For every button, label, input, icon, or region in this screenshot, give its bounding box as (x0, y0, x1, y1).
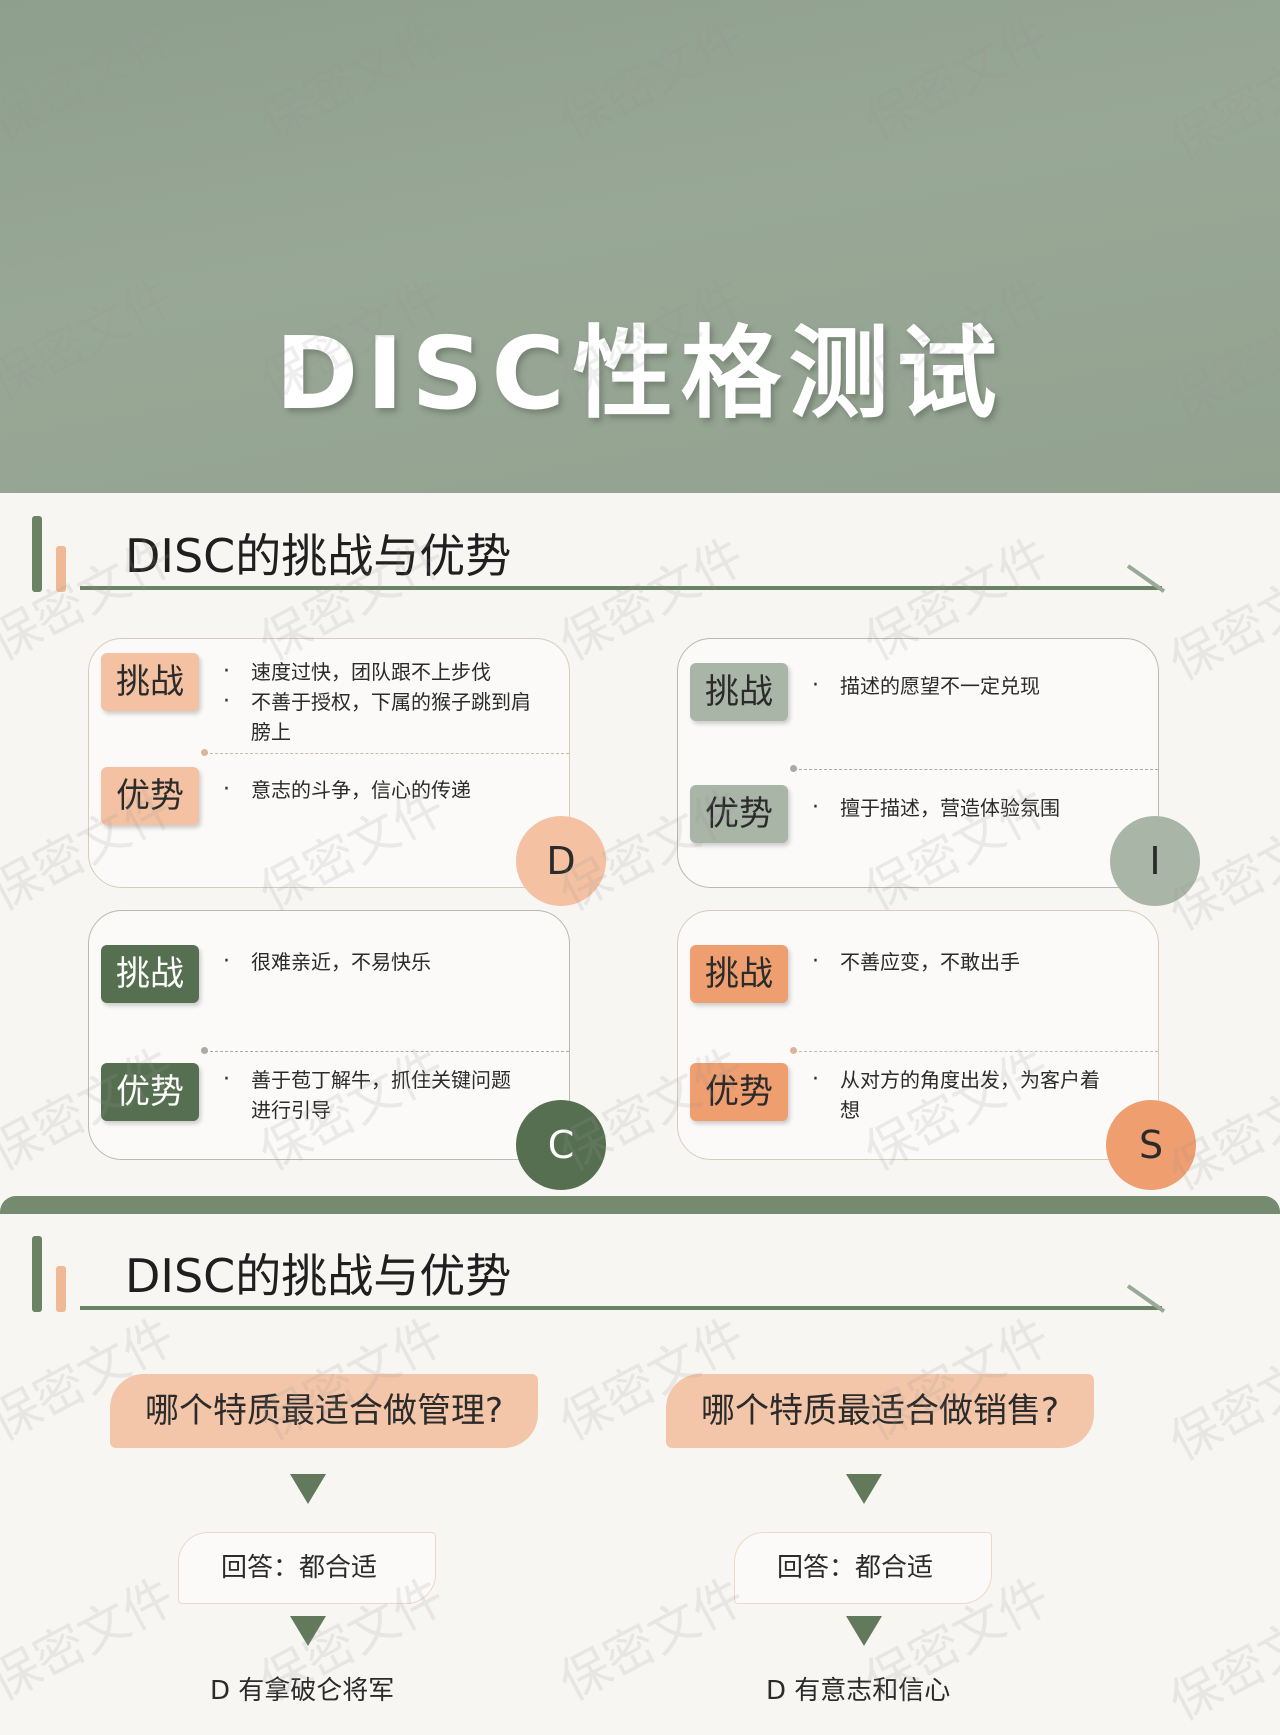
down-arrow-icon (846, 1616, 882, 1646)
underline (80, 1306, 1162, 1310)
watermark: 保密文件 (1159, 1326, 1280, 1473)
advantage-tag: 优势 (101, 1063, 199, 1121)
card-s: 挑战 不善应变，不敢出手 优势 从对方的角度出发，为客户着想 (677, 910, 1159, 1160)
list-item: 很难亲近，不易快乐 (219, 947, 547, 977)
accent-bar (32, 1236, 42, 1312)
list-item: 擅于描述，营造体验氛围 (808, 793, 1136, 823)
letter-badge-s: S (1106, 1100, 1196, 1190)
dashed-divider (201, 749, 569, 756)
card-d: 挑战 速度过快，团队跟不上步伐 不善于授权，下属的猴子跳到肩膀上 优势 意志的斗… (88, 638, 570, 888)
list-item: 从对方的角度出发，为客户着想 (808, 1065, 1116, 1125)
challenge-list: 描述的愿望不一定兑现 (808, 671, 1136, 701)
letter-badge-c: C (516, 1100, 606, 1190)
challenge-tag: 挑战 (690, 945, 788, 1003)
advantage-list: 善于苞丁解牛，抓住关键问题进行引导 (219, 1065, 527, 1125)
challenge-tag: 挑战 (101, 945, 199, 1003)
card-c: 挑战 很难亲近，不易快乐 优势 善于苞丁解牛，抓住关键问题进行引导 (88, 910, 570, 1160)
section-separator (0, 1196, 1280, 1214)
list-item: 描述的愿望不一定兑现 (808, 671, 1136, 701)
hero-banner: DISC性格测试 (0, 0, 1280, 493)
section-title: DISC的挑战与优势 (125, 529, 512, 583)
answer-box-left: 回答：都合适 (178, 1532, 436, 1604)
advantage-list: 擅于描述，营造体验氛围 (808, 793, 1136, 823)
challenge-list: 很难亲近，不易快乐 (219, 947, 547, 977)
watermark: 保密文件 (1159, 1586, 1280, 1733)
section-header: DISC的挑战与优势 (0, 502, 1280, 602)
dashed-divider (790, 1047, 1158, 1054)
watermark: 保密文件 (549, 1566, 754, 1713)
down-arrow-icon (846, 1474, 882, 1504)
challenge-tag: 挑战 (690, 663, 788, 721)
accent-bar (56, 546, 66, 592)
letter-badge-d: D (516, 816, 606, 906)
letter-badge-i: I (1110, 816, 1200, 906)
followup-text-right: D 有意志和信心 (766, 1676, 951, 1706)
list-item: 不善应变，不敢出手 (808, 947, 1136, 977)
answer-box-right: 回答：都合适 (734, 1532, 992, 1604)
accent-bar (56, 1266, 66, 1312)
advantage-tag: 优势 (690, 1063, 788, 1121)
challenge-tag: 挑战 (101, 653, 199, 711)
section-header: DISC的挑战与优势 (0, 1222, 1280, 1322)
list-item: 速度过快，团队跟不上步伐 (219, 657, 547, 687)
challenge-list: 不善应变，不敢出手 (808, 947, 1136, 977)
card-i: 挑战 描述的愿望不一定兑现 优势 擅于描述，营造体验氛围 (677, 638, 1159, 888)
dashed-divider (790, 765, 1158, 772)
advantage-list: 从对方的角度出发，为客户着想 (808, 1065, 1116, 1125)
list-item: 善于苞丁解牛，抓住关键问题进行引导 (219, 1065, 527, 1125)
underline (80, 586, 1162, 590)
advantage-tag: 优势 (101, 767, 199, 825)
question-bubble-right: 哪个特质最适合做销售? (666, 1374, 1094, 1448)
down-arrow-icon (290, 1474, 326, 1504)
watermark: 保密文件 (0, 1566, 184, 1713)
list-item: 意志的斗争，信心的传递 (219, 775, 547, 805)
down-arrow-icon (290, 1616, 326, 1646)
list-item: 不善于授权，下属的猴子跳到肩膀上 (219, 687, 547, 747)
dashed-divider (201, 1047, 569, 1054)
challenge-list: 速度过快，团队跟不上步伐 不善于授权，下属的猴子跳到肩膀上 (219, 657, 547, 747)
followup-text-left: D 有拿破仑将军 (210, 1676, 395, 1706)
accent-bar (32, 516, 42, 592)
page-title: DISC性格测试 (275, 315, 1005, 432)
advantage-tag: 优势 (690, 785, 788, 843)
section-title: DISC的挑战与优势 (125, 1249, 512, 1303)
question-bubble-left: 哪个特质最适合做管理? (110, 1374, 538, 1448)
advantage-list: 意志的斗争，信心的传递 (219, 775, 547, 805)
